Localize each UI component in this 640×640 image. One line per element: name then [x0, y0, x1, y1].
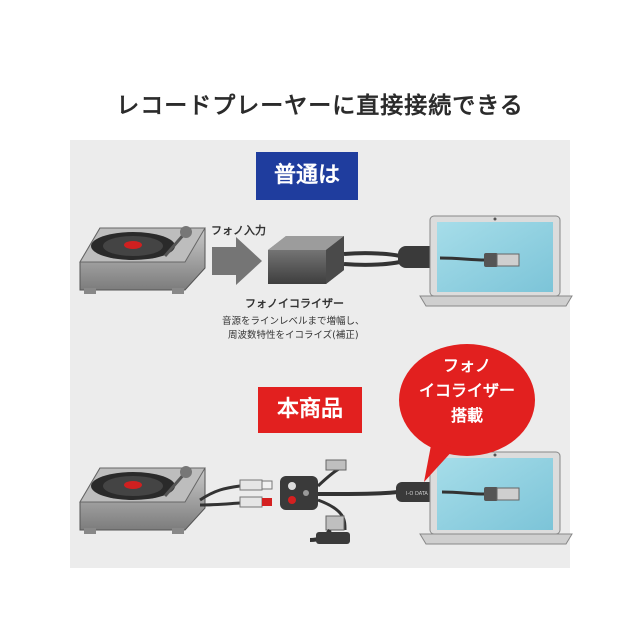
bubble-line-1: フォノ	[442, 356, 491, 375]
description-line-1: 音源をラインレベルまで増幅し、	[222, 316, 365, 327]
feature-bubble	[399, 344, 535, 482]
svg-text:I-O DATA: I-O DATA	[406, 491, 428, 497]
equalizer-description: 音源をラインレベルまで増幅し、 周波数特性をイコライズ(補正)	[222, 315, 365, 343]
arrow-icon	[212, 237, 262, 285]
bubble-line-2: イコライザー	[418, 381, 515, 400]
description-line-2: 周波数特性をイコライズ(補正)	[227, 330, 359, 341]
turntable-bottom	[79, 466, 206, 534]
page-title: レコードプレーヤーに直接接続できる	[116, 93, 524, 119]
turntable-top	[79, 226, 206, 294]
equalizer-label: フォノイコライザー	[245, 297, 344, 310]
adapter-jack-icon	[280, 476, 318, 510]
rca-cable-icon	[199, 479, 273, 508]
bubble-line-3: 搭載	[450, 406, 483, 425]
phono-input-label: フォノ入力	[211, 224, 266, 237]
equalizer-box	[268, 236, 344, 284]
bubble-text: フォノ イコライザー 搭載	[404, 353, 530, 428]
laptop-top	[419, 215, 573, 307]
laptop-bottom	[419, 451, 573, 545]
normal-badge: 普通は	[256, 152, 358, 200]
product-badge: 本商品	[258, 387, 362, 433]
